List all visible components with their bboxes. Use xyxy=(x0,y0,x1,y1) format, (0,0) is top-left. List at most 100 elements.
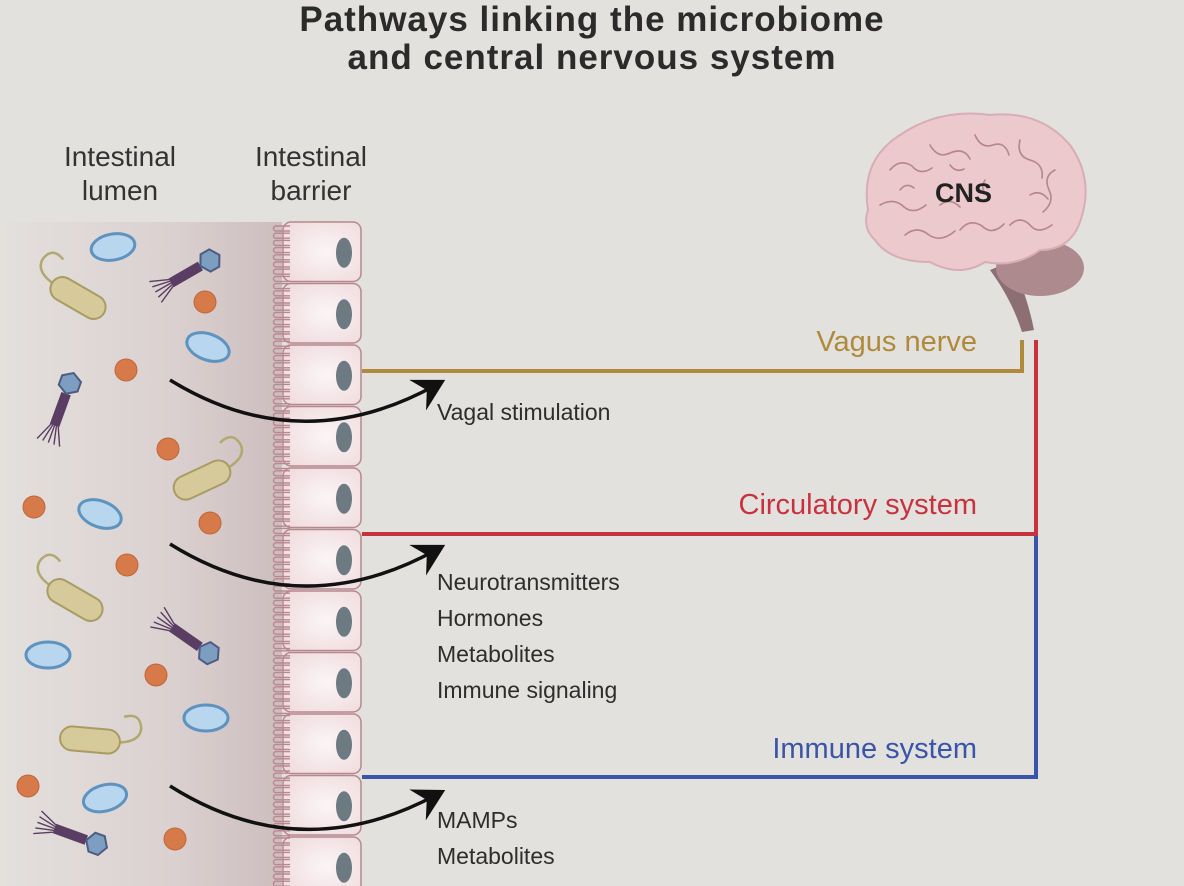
phage-fiber xyxy=(157,284,173,298)
cell-nucleus xyxy=(336,360,352,391)
microvillus xyxy=(272,700,290,707)
signal-item: Hormones xyxy=(437,605,544,631)
circulatory-system-line xyxy=(362,340,1038,536)
microvillus xyxy=(272,549,290,556)
microvillus xyxy=(272,390,290,398)
bacteriophage xyxy=(36,371,83,447)
microvillus xyxy=(272,844,290,851)
rod-body xyxy=(172,459,232,501)
microvillus xyxy=(272,232,290,239)
microvillus xyxy=(272,268,290,275)
metabolite-particle xyxy=(115,553,139,577)
metabolite-particle xyxy=(163,827,187,851)
microvillus xyxy=(272,275,290,283)
phage-tail xyxy=(49,392,71,428)
metabolite-particle xyxy=(144,663,168,687)
rod-bacterium xyxy=(172,435,244,501)
microvillus xyxy=(272,563,290,571)
circulatory-system-label: Circulatory system xyxy=(738,489,978,521)
cell-nucleus xyxy=(336,606,352,637)
phage-tail xyxy=(168,261,203,288)
microvillus xyxy=(272,462,290,470)
rod-bacterium xyxy=(39,251,107,320)
microvillus xyxy=(272,664,290,671)
microvillus xyxy=(272,513,290,520)
microvillus xyxy=(272,808,290,815)
arrow-vagal xyxy=(169,378,446,423)
signal-item: Neurotransmitters xyxy=(437,569,620,595)
microvillus xyxy=(272,635,290,643)
microvillus xyxy=(272,642,290,650)
oval-bacterium xyxy=(77,498,123,530)
phage-fiber xyxy=(160,286,174,303)
microvilli xyxy=(272,225,290,886)
metabolite-particle xyxy=(156,437,180,461)
rod-bacterium xyxy=(59,714,143,755)
microvillus xyxy=(272,628,290,635)
microvillus xyxy=(272,282,290,290)
title-line-2: and central nervous system xyxy=(347,38,837,77)
microvillus xyxy=(272,779,290,787)
microvillus xyxy=(272,254,290,261)
microvillus xyxy=(272,318,290,326)
microvillus xyxy=(272,729,290,736)
microvillus xyxy=(272,592,290,599)
microvillus xyxy=(272,671,290,679)
cell-nucleus xyxy=(336,729,352,760)
microvillus xyxy=(272,542,290,549)
microvillus xyxy=(272,585,290,592)
barrier-label-line-2: barrier xyxy=(270,175,352,206)
phage-fiber xyxy=(36,423,52,439)
microvillus xyxy=(272,830,290,837)
intestinal-lumen-label: Intestinal lumen xyxy=(30,140,210,208)
microvillus xyxy=(272,693,290,700)
intestinal-barrier-cells xyxy=(282,221,362,886)
microvillus xyxy=(272,556,290,563)
immune-system-line xyxy=(362,536,1038,779)
phage-fiber xyxy=(153,621,172,630)
bacteriophage xyxy=(33,810,109,857)
microvillus xyxy=(272,815,290,823)
phage-fiber xyxy=(47,425,56,443)
microvillus xyxy=(272,441,290,448)
microvillus xyxy=(272,376,290,383)
microvillus xyxy=(272,786,290,794)
cns-label: CNS xyxy=(935,178,993,208)
immune-system-label: Immune system xyxy=(772,733,977,765)
microvillus xyxy=(272,765,290,772)
microvillus xyxy=(272,484,290,491)
microvillus xyxy=(272,225,290,232)
rod-body xyxy=(59,725,121,755)
phage-tail xyxy=(52,823,88,845)
microvillus xyxy=(272,851,290,859)
bacteriophage xyxy=(150,606,220,666)
microvillus xyxy=(272,383,290,391)
phage-head xyxy=(85,831,109,857)
microvillus xyxy=(272,772,290,779)
microvillus xyxy=(272,405,290,412)
microvillus xyxy=(272,239,290,247)
microvillus xyxy=(272,261,290,268)
microvillus xyxy=(272,837,290,844)
arrow-circulatory xyxy=(169,542,446,588)
microvillus xyxy=(272,722,290,729)
cell-nucleus xyxy=(336,852,352,883)
microvillus xyxy=(272,758,290,765)
signal-item: Vagal stimulation xyxy=(437,399,611,425)
metabolite-particle xyxy=(198,511,222,535)
phage-fiber xyxy=(149,278,170,283)
oval-bacterium xyxy=(182,703,230,733)
phage-fiber xyxy=(160,611,174,627)
vagus-nerve-line xyxy=(362,340,1024,373)
microvillus xyxy=(272,498,290,506)
phage-fiber xyxy=(42,424,54,441)
circulatory-signals: Neurotransmitters Hormones Metabolites I… xyxy=(437,564,620,708)
microvillus xyxy=(272,297,290,304)
flagellum xyxy=(39,251,65,286)
phage-fiber xyxy=(155,282,172,293)
microvillus xyxy=(272,470,290,477)
microvillus xyxy=(272,743,290,751)
microvillus xyxy=(272,614,290,621)
vagus-signals: Vagal stimulation xyxy=(437,394,610,430)
microvillus xyxy=(272,858,290,866)
